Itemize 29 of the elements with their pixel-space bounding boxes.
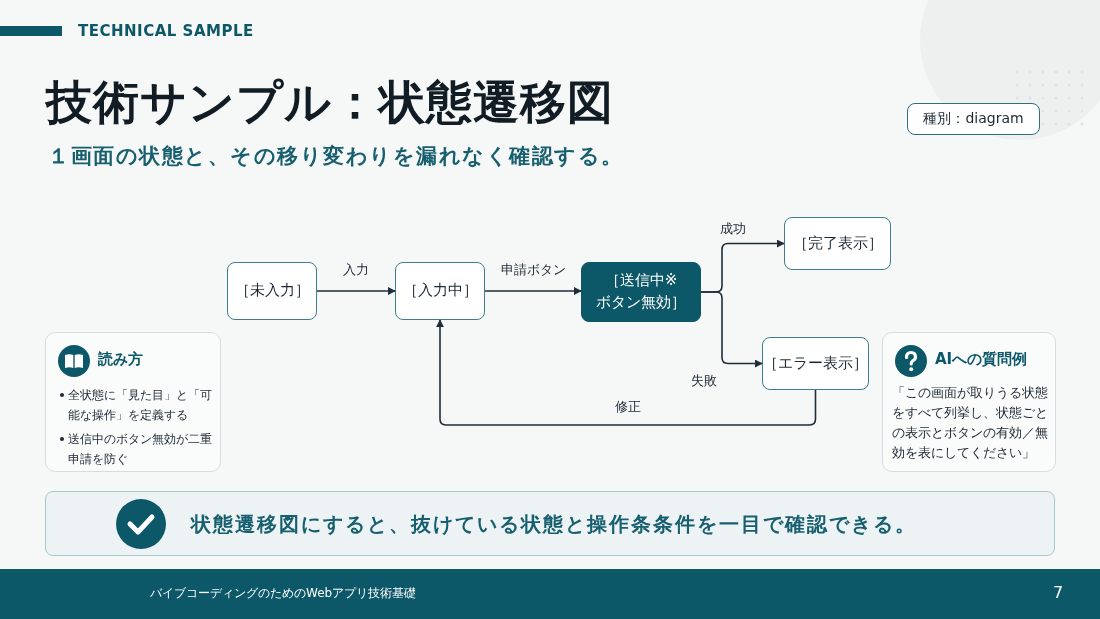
- footer-text: バイブコーディングのためのWebアプリ技術基礎: [150, 585, 417, 602]
- edge-label: 修正: [612, 398, 643, 416]
- card-heading: 読み方: [98, 350, 143, 369]
- arrow: [436, 319, 817, 426]
- bullet-text: 送信中のボタン無効が二重申請を防ぐ: [68, 431, 213, 468]
- tag-badge: 種別：diagram: [907, 103, 1040, 135]
- state-box: ［完了表示］: [784, 217, 891, 270]
- info-card: [882, 332, 1056, 472]
- active-state-box: ［送信中※ボタン無効］: [581, 262, 701, 322]
- edge-label: 申請ボタン: [498, 261, 568, 279]
- arrow: [484, 287, 582, 295]
- edge-label: 入力: [341, 261, 371, 279]
- summary-banner: [45, 491, 1055, 556]
- edge-label: 失敗: [689, 371, 719, 390]
- state-box: ［未入力］: [227, 262, 317, 320]
- card-heading: AIへの質問例: [935, 350, 1028, 369]
- info-card: [45, 332, 221, 472]
- subtitle: １画面の状態と、その移り変わりを漏れなく確認する。: [48, 143, 624, 170]
- arrow: [316, 287, 396, 295]
- page-number: 7: [1053, 583, 1064, 602]
- arrow: [700, 291, 763, 368]
- edge-label: 成功: [718, 219, 748, 238]
- bullet-text: 全状態に「見た目」と「可能な操作」を定義する: [68, 387, 213, 424]
- state-box: ［入力中］: [395, 262, 485, 320]
- section-label: TECHNICAL SAMPLE: [78, 22, 254, 40]
- quote-text: 「この画面が取りうる状態をすべて列挙し、状態ごとの表示とボタンの有効／無効を表にしてください」: [892, 384, 1049, 462]
- summary-text: 状態遷移図にすると、抜けている状態と操作条条件を一目で確認できる。: [191, 511, 917, 538]
- state-box: ［エラー表示］: [762, 337, 869, 390]
- title: 技術サンプル：状態遷移図: [46, 74, 614, 131]
